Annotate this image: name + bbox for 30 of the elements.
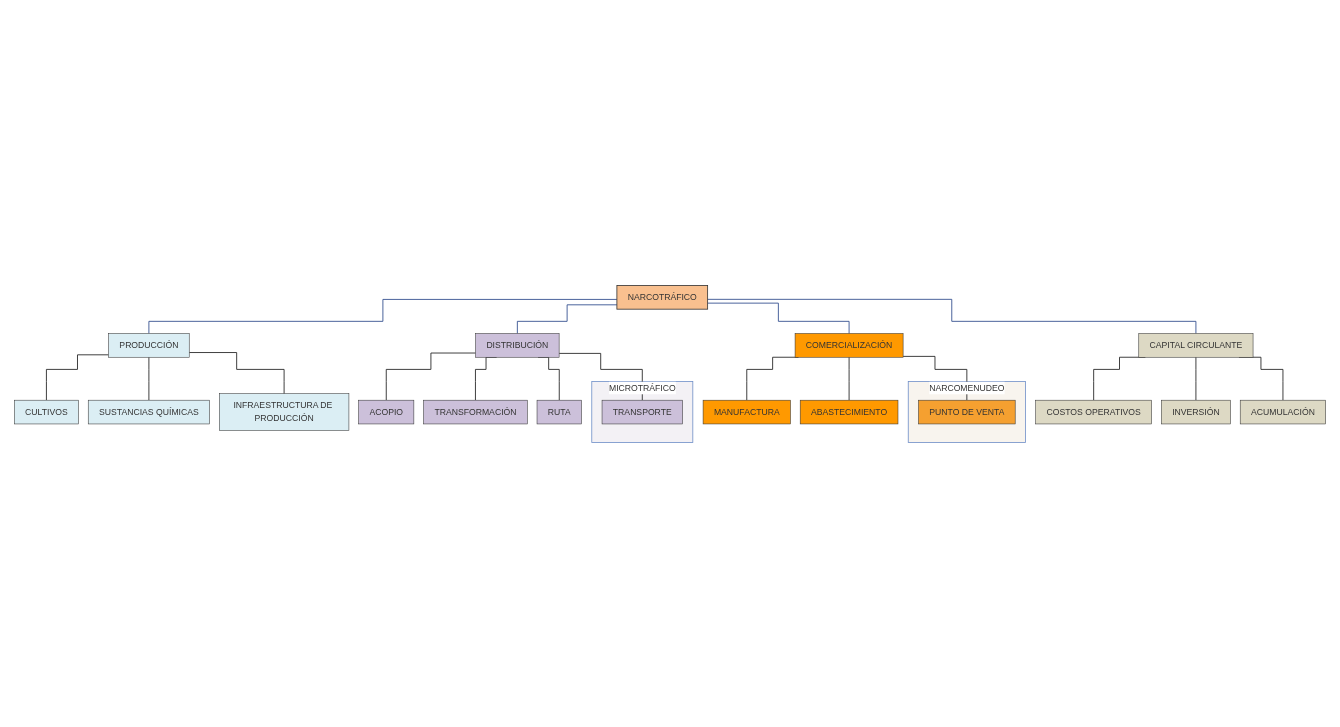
node-box: TRANSPORTE [601,399,683,424]
connector [385,352,476,401]
node-box: COMERCIALIZACIÓN [794,332,904,357]
node-box: NARCOTRÁFICO [616,284,709,310]
connector [558,352,643,401]
node-box: ACOPIO [358,399,415,424]
node-box: SUSTANCIAS QUÍMICAS [87,399,210,424]
connector [46,353,109,401]
connector [707,302,850,334]
connector [148,356,150,401]
connector [148,298,618,334]
node-box: MANUFACTURA [702,399,791,424]
node-box: ACUMULACIÓN [1239,399,1326,424]
connector [848,356,850,401]
node-box: PUNTO DE VENTA [918,399,1016,424]
node-box: DISTRIBUCIÓN [475,332,560,357]
connector [516,303,618,334]
node-box: COSTOS OPERATIVOS [1035,399,1152,424]
node-box: CULTIVOS [14,399,79,424]
node-box: RUTA [536,399,582,424]
node-box: INFRAESTRUCTURA DE PRODUCCIÓN [219,392,350,431]
node-box: ABASTECIMIENTO [799,399,899,424]
node-box: INVERSIÓN [1161,399,1231,424]
node-box: CAPITAL CIRCULANTE [1138,332,1254,357]
node-box: TRANSFORMACIÓN [423,399,528,424]
connector [707,298,1197,334]
connector [902,355,968,401]
connector [188,351,285,394]
node-box: PRODUCCIÓN [108,332,190,357]
connector [1195,356,1197,401]
